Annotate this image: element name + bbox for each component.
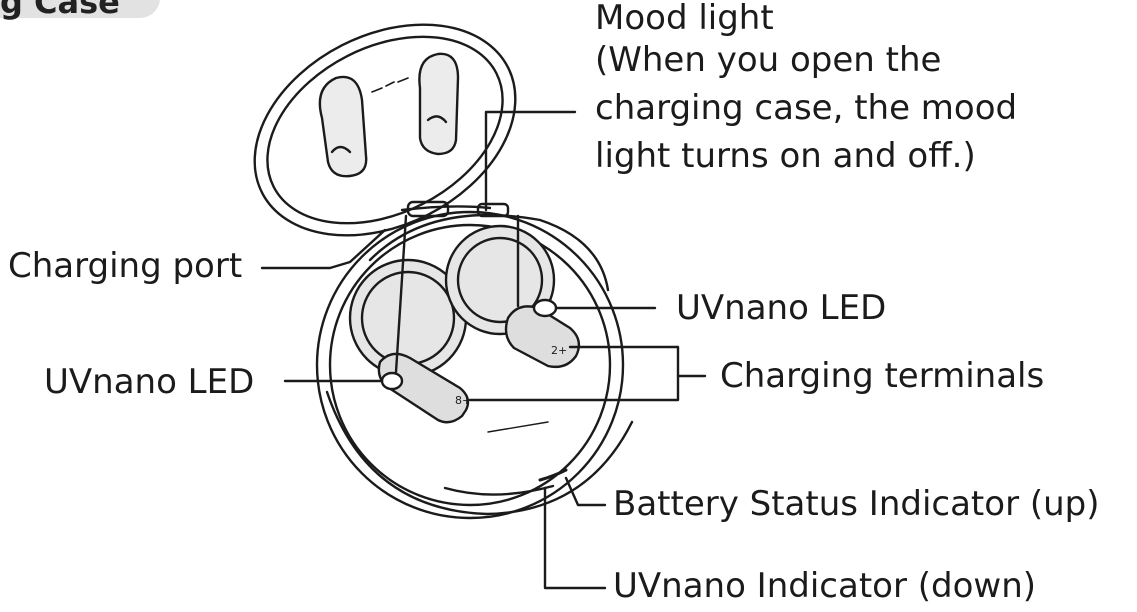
section-title: g Case: [0, 0, 120, 21]
leader-battery-status: [564, 476, 607, 507]
label-charging-terminals: Charging terminals: [720, 356, 1045, 396]
label-charging-port: Charging port: [8, 246, 243, 286]
leader-mood-light: [484, 110, 577, 212]
label-uvnano-indicator: UVnano Indicator (down): [613, 566, 1037, 606]
label-mood-light-desc-2: charging case, the mood: [595, 88, 1018, 128]
label-uvnano-led-left: UVnano LED: [44, 362, 255, 402]
label-mood-light-desc-3: light turns on and off.): [595, 136, 976, 176]
label-uvnano-led-right: UVnano LED: [676, 288, 887, 328]
label-mood-light-title: Mood light: [595, 0, 774, 38]
case-lid: [253, 23, 517, 237]
label-mood-light-desc-1: (When you open the: [595, 40, 942, 80]
leader-uvnano-indicator: [543, 486, 607, 590]
leader-uvnano-led-left-up: [394, 214, 408, 374]
terminal-mark-left: 8+: [455, 394, 471, 407]
leader-charging-port: [260, 228, 387, 270]
section-tab: [0, 0, 160, 18]
terminal-mark-right: 2+: [551, 344, 567, 357]
callout-leader-lines: [260, 110, 707, 590]
leader-charging-terminals: [468, 345, 680, 402]
label-battery-status-indicator: Battery Status Indicator (up): [613, 484, 1100, 524]
case-base: [315, 210, 634, 520]
